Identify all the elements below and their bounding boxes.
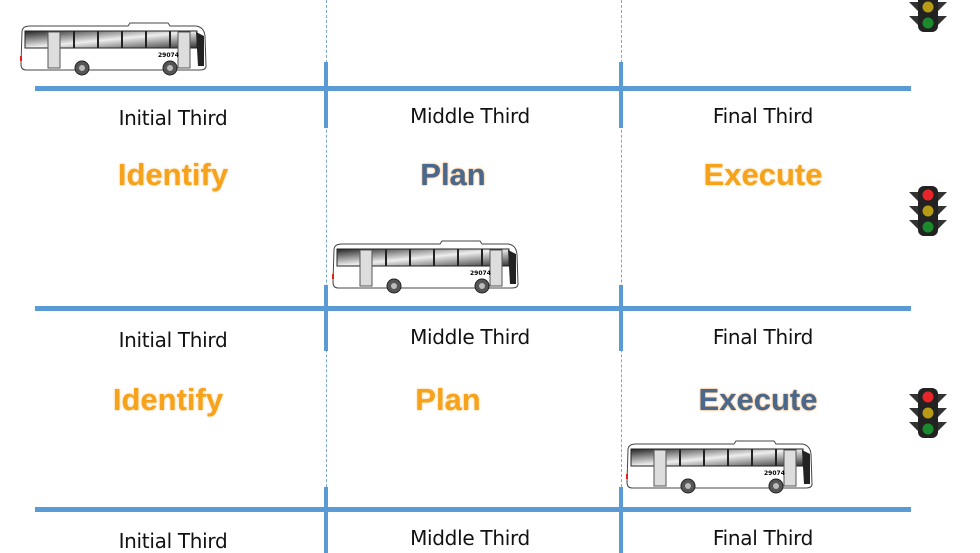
tick-2b bbox=[619, 285, 623, 351]
traffic-light-icon bbox=[909, 0, 947, 32]
road-line-1 bbox=[35, 86, 911, 91]
tick-1a bbox=[324, 62, 328, 128]
row1-plan-active: Plan bbox=[420, 157, 486, 192]
tick-3b bbox=[619, 487, 623, 553]
row1-final-label: Final Third bbox=[712, 104, 814, 128]
tick-1b bbox=[619, 62, 623, 128]
road-line-3 bbox=[35, 507, 911, 512]
row1-execute: Execute bbox=[703, 157, 823, 192]
road-line-2 bbox=[35, 306, 911, 311]
row3-final-label: Final Third bbox=[712, 526, 814, 550]
bus-icon bbox=[331, 240, 519, 294]
tick-2a bbox=[324, 285, 328, 351]
row1-initial-label: Initial Third bbox=[118, 106, 228, 130]
row1-identify: Identify bbox=[117, 157, 229, 192]
traffic-light-icon bbox=[909, 186, 947, 236]
row3-initial-label: Initial Third bbox=[118, 529, 228, 553]
row3-middle-label: Middle Third bbox=[410, 526, 530, 550]
bus-icon bbox=[625, 440, 813, 494]
row2-final-label: Final Third bbox=[712, 325, 814, 349]
divider-dashed-2 bbox=[621, 0, 622, 552]
row2-plan: Plan bbox=[415, 382, 481, 417]
bus-icon bbox=[19, 22, 207, 76]
traffic-light-icon bbox=[909, 388, 947, 438]
tick-3a bbox=[324, 487, 328, 553]
divider-dashed-1 bbox=[326, 0, 327, 552]
row2-identify: Identify bbox=[112, 382, 224, 417]
row1-middle-label: Middle Third bbox=[410, 104, 530, 128]
row2-middle-label: Middle Third bbox=[410, 325, 530, 349]
row2-initial-label: Initial Third bbox=[118, 328, 228, 352]
row2-execute-active: Execute bbox=[698, 382, 818, 417]
